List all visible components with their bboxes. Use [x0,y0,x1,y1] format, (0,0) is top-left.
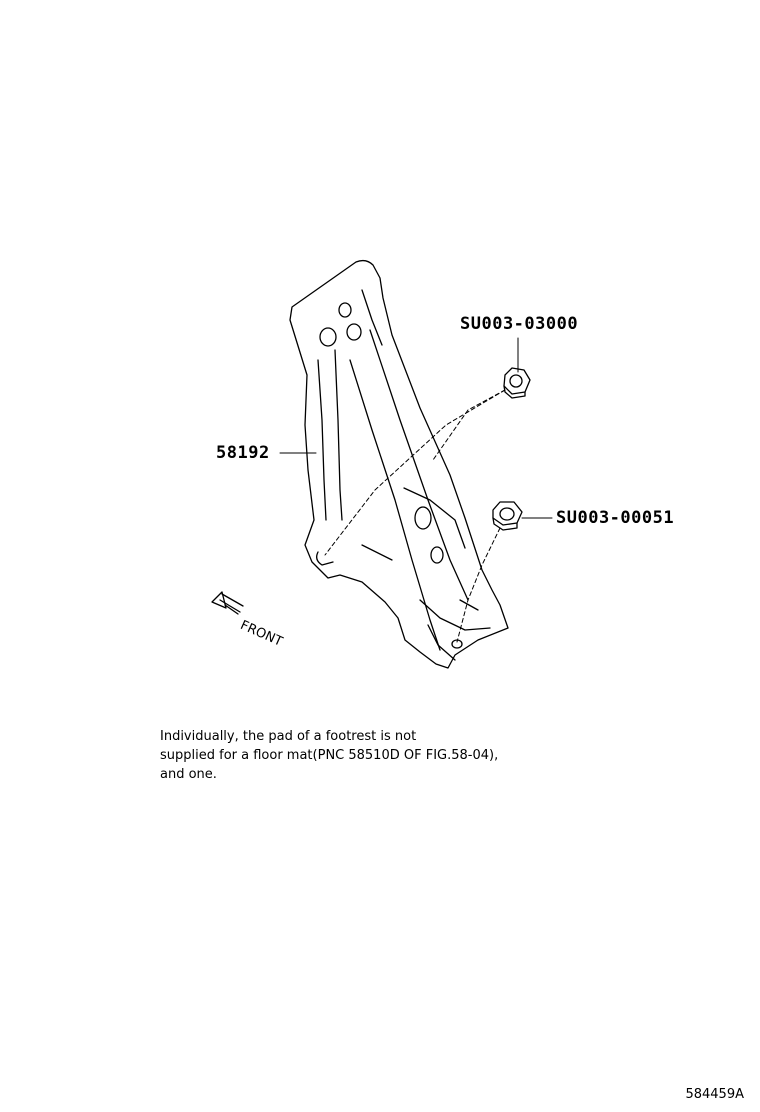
part-number-su003-00051: SU003-00051 [556,508,675,528]
nut-upper [503,367,531,399]
footnote: Individually, the pad of a footrest is n… [160,727,498,784]
footnote-line: supplied for a floor mat(PNC 58510D OF F… [160,748,499,763]
part-number-su003-03000: SU003-03000 [460,314,579,334]
leader-lines [279,337,553,519]
figure-id: 584459A [685,1087,744,1102]
footrest-bracket [289,259,509,669]
front-arrow-icon [211,591,244,615]
part-number-58192: 58192 [216,443,270,463]
footnote-line: Individually, the pad of a footrest is n… [160,729,417,744]
nut-lower [492,501,523,531]
assembly-lines [324,389,506,643]
footnote-line: and one. [160,767,217,782]
